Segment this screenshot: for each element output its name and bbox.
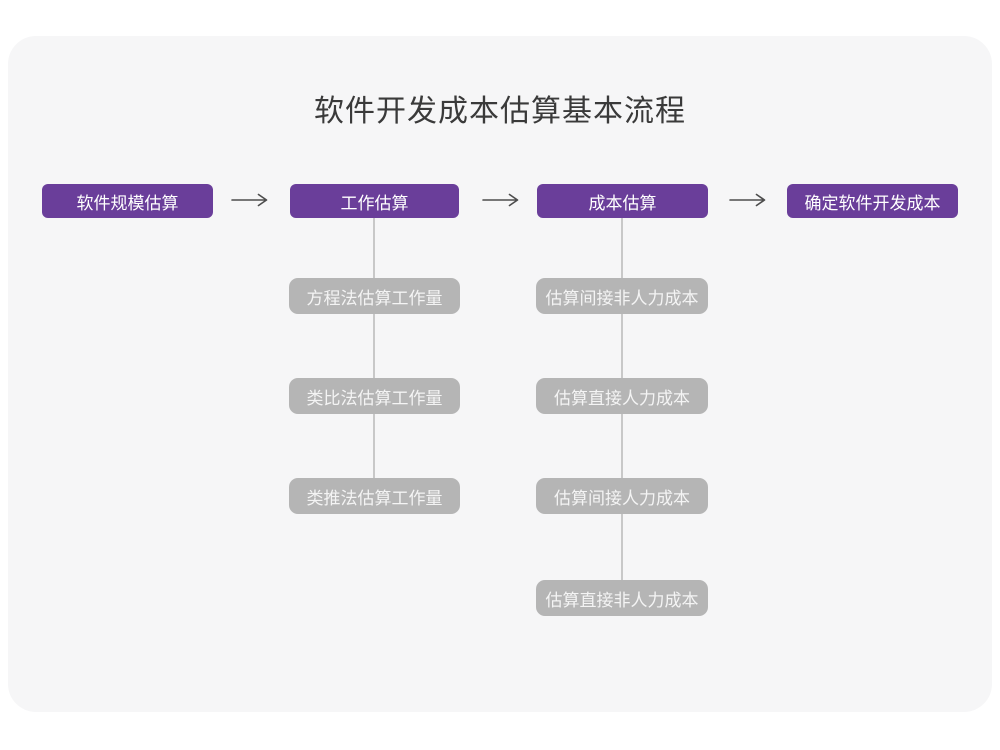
- stage-node-cost-estimation: 成本估算: [537, 184, 708, 218]
- diagram-canvas: [8, 36, 992, 712]
- flow-arrow-1: [231, 192, 269, 208]
- sub-node-extrapolation-method: 类推法估算工作量: [289, 478, 460, 514]
- arrow-right-icon: [231, 193, 268, 207]
- flow-arrow-3: [729, 192, 767, 208]
- flow-arrow-2: [482, 192, 520, 208]
- sub-node-equation-method: 方程法估算工作量: [289, 278, 460, 314]
- connector-line-work-estimation: [373, 217, 375, 497]
- arrow-right-icon: [729, 193, 766, 207]
- sub-node-direct-nonlabor-cost: 估算直接非人力成本: [536, 580, 708, 616]
- stage-node-determine-dev-cost: 确定软件开发成本: [787, 184, 958, 218]
- stage-node-software-scale-estimation: 软件规模估算: [42, 184, 213, 218]
- arrow-right-icon: [482, 193, 519, 207]
- diagram-title: 软件开发成本估算基本流程: [314, 95, 686, 128]
- sub-node-analogy-method: 类比法估算工作量: [289, 378, 460, 414]
- stage-node-work-estimation: 工作估算: [290, 184, 459, 218]
- sub-node-indirect-nonlabor-cost: 估算间接非人力成本: [536, 278, 708, 314]
- sub-node-indirect-labor-cost: 估算间接人力成本: [536, 478, 708, 514]
- sub-node-direct-labor-cost: 估算直接人力成本: [536, 378, 708, 414]
